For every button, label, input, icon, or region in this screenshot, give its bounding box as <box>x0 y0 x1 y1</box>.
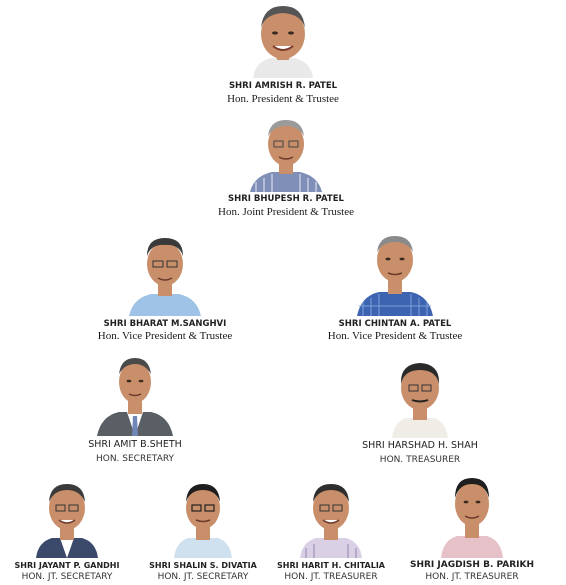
member-name: SHRI AMRISH R. PATEL <box>228 81 338 91</box>
member-card-bhupesh: SHRI BHUPESH R. PATEL Hon. Joint Preside… <box>186 112 386 218</box>
member-designation: HON. JT. SECRETARY <box>21 572 113 582</box>
portrait-photo <box>129 228 201 316</box>
member-card-chintan: SHRI CHINTAN A. PATEL Hon. Vice Presiden… <box>300 228 490 342</box>
member-designation: HON. JT. TREASURER <box>284 572 378 582</box>
member-card-amrish: SHRI AMRISH R. PATEL Hon. President & Tr… <box>198 0 368 105</box>
member-card-harit: SHRI HARIT H. CHITALIA HON. JT. TREASURE… <box>268 478 394 582</box>
portrait-illustration <box>441 478 503 558</box>
portrait-photo <box>174 478 232 558</box>
portrait-illustration <box>392 363 448 438</box>
member-name: SHRI SHALIN S. DIVATIA <box>149 561 257 570</box>
portrait-illustration <box>300 484 362 558</box>
portrait-photo <box>36 478 98 558</box>
portrait-photo <box>251 0 315 78</box>
member-name: SHRI JAGDISH B. PARIKH <box>409 560 535 570</box>
portrait-illustration <box>250 120 322 192</box>
member-name: SHRI JAYANT P. GANDHI <box>14 561 120 570</box>
member-name: SHRI HARSHAD H. SHAH <box>362 440 478 451</box>
member-card-amit: SHRI AMIT B.SHETH HON. SECRETARY <box>60 352 210 464</box>
portrait-photo <box>441 470 503 558</box>
portrait-illustration <box>253 6 313 78</box>
member-designation: HON. SECRETARY <box>95 454 175 464</box>
member-card-shalin: SHRI SHALIN S. DIVATIA HON. JT. SECRETAR… <box>140 478 266 582</box>
member-card-jagdish: SHRI JAGDISH B. PARIKH HON. JT. TREASURE… <box>402 470 542 582</box>
member-designation: HON. TREASURER <box>379 455 461 465</box>
member-card-bharat: SHRI BHARAT M.SANGHVI Hon. Vice Presiden… <box>70 228 260 342</box>
portrait-illustration <box>174 484 232 558</box>
portrait-illustration <box>129 238 201 316</box>
portrait-illustration <box>357 236 433 316</box>
member-designation: Hon. Vice President & Trustee <box>327 330 463 342</box>
portrait-photo <box>300 478 362 558</box>
portrait-illustration <box>97 358 173 436</box>
portrait-illustration <box>36 484 98 558</box>
member-name: SHRI BHARAT M.SANGHVI <box>103 319 227 329</box>
portrait-photo <box>97 352 173 436</box>
member-designation: HON. JT. TREASURER <box>425 572 519 582</box>
portrait-photo <box>392 358 448 438</box>
member-card-jayant: SHRI JAYANT P. GANDHI HON. JT. SECRETARY <box>4 478 130 582</box>
portrait-photo <box>357 228 433 316</box>
member-designation: HON. JT. SECRETARY <box>157 572 249 582</box>
member-designation: Hon. President & Trustee <box>227 93 339 105</box>
portrait-photo <box>246 112 326 192</box>
member-name: SHRI CHINTAN A. PATEL <box>338 319 452 329</box>
member-name: SHRI HARIT H. CHITALIA <box>277 561 385 570</box>
member-card-harshad: SHRI HARSHAD H. SHAH HON. TREASURER <box>342 358 498 465</box>
member-name: SHRI BHUPESH R. PATEL <box>228 194 344 204</box>
member-designation: Hon. Vice President & Trustee <box>97 330 233 342</box>
member-name: SHRI AMIT B.SHETH <box>88 439 182 450</box>
member-designation: Hon. Joint President & Trustee <box>218 206 354 218</box>
